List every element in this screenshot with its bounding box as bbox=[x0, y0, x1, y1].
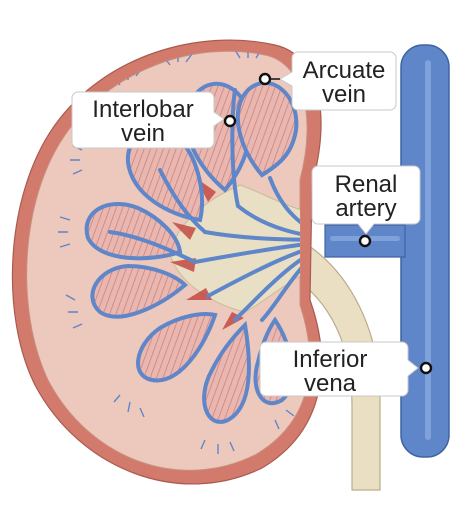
pointer-inferior-vena bbox=[419, 361, 433, 375]
label-arcuate-line1: Arcuate bbox=[303, 57, 386, 84]
pointer-renal-artery bbox=[358, 234, 372, 248]
venous-network bbox=[108, 88, 310, 322]
ureter bbox=[289, 239, 381, 491]
label-interlobar-line1: Interlobar bbox=[92, 96, 193, 123]
label-renal-artery: Renal artery bbox=[311, 165, 421, 235]
pointer-arcuate-vein bbox=[258, 72, 272, 86]
minor-calyces bbox=[170, 178, 244, 330]
label-renal-line2: artery bbox=[335, 195, 396, 222]
label-interlobar-vein: Interlobar vein bbox=[71, 91, 225, 149]
label-inferior-line1: Inferior bbox=[293, 346, 368, 373]
label-arcuate-vein: Arcuate vein bbox=[279, 51, 397, 111]
label-arcuate-line2: vein bbox=[322, 81, 366, 108]
label-inferior-line2: vena bbox=[304, 370, 357, 397]
pointer-interlobar-vein bbox=[223, 114, 237, 128]
label-renal-line1: Renal bbox=[335, 171, 398, 198]
label-inferior-vena: Inferior vena bbox=[259, 341, 419, 397]
label-interlobar-line2: vein bbox=[121, 120, 165, 147]
